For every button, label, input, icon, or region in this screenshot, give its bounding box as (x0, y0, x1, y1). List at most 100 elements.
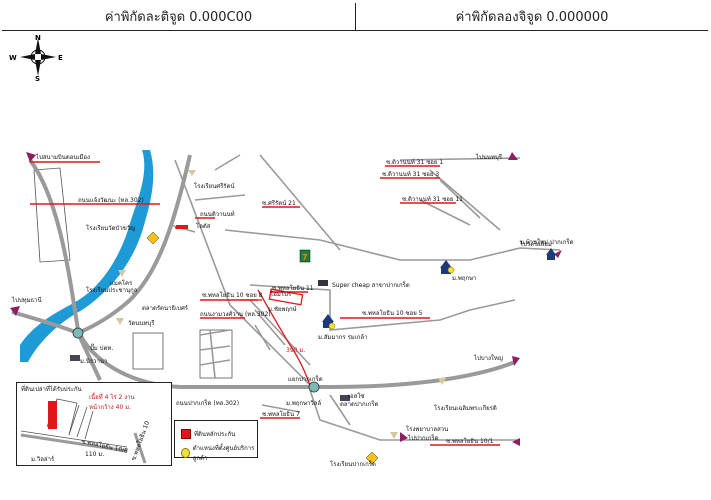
service-center-marker-icon (447, 266, 455, 274)
latitude-cell: ค่าพิกัดละติจูด 0.000C00 (2, 3, 356, 31)
temple-icon (118, 270, 126, 277)
latitude-label: ค่าพิกัดละติจูด 0.000C00 (104, 10, 253, 25)
label-soi-phaholyothin-11: ซ.พหลโยธิน 11 (272, 284, 314, 292)
house-icon (440, 260, 452, 268)
label-to-nonthaburi: ไปนนทบุรี (475, 153, 503, 161)
arrow-icon (554, 250, 562, 258)
legend-yellow-dot-icon (181, 448, 190, 458)
label-to-don-mueang: ไปสนามบินดอนเมือง (35, 153, 90, 161)
road-sign-icon (176, 225, 188, 229)
label-home-pro: โฮมโปร (270, 290, 292, 298)
legend-red-square-icon (181, 429, 191, 439)
legend-row-property: ที่ดินหลักประกัน (181, 429, 235, 439)
temple-icon (438, 378, 446, 385)
property-parcel (48, 401, 57, 429)
inset-road-side: ซ.พหลโยธิน 10 (129, 420, 151, 462)
house-icon (322, 314, 334, 322)
roundabout-icon (308, 381, 320, 393)
label-to-pak-kret: ไปปากเกร็ด (407, 433, 439, 442)
label-big-c: Super cheap สาขาปากเกร็ด (332, 280, 410, 289)
house-icon (547, 255, 555, 260)
inset-width: หน้ากว้าง 40 ม. (89, 404, 131, 411)
label-soi-phaholyothin-10-1: ซ.พหลโยธิน 10/1 (446, 437, 494, 445)
label-rd-tiwanon: ถนนติวานนท์ (200, 210, 235, 218)
land-parcel (132, 332, 164, 370)
legend-red-label: ที่ดินหลักประกัน (194, 431, 236, 438)
label-rd-ngam-wong-wan: ถนนงามวงศ์วาน (ทล.302) (200, 310, 271, 318)
service-center-marker-icon (328, 322, 336, 330)
label-esso: เอสโซ่ (348, 392, 365, 400)
label-school-wat-bot: โรงเรียนวัดบัวขวัญ (86, 224, 135, 232)
label-market-rattana: ตลาดรัตนาธิเบศร์ (142, 304, 189, 312)
label-soi-phaholyothin-7: ซ.พหลโยธิน 7 (262, 410, 300, 418)
inset-area: เนื้อที่ 4 ไร่ 2 งาน (89, 391, 135, 401)
car-icon (70, 355, 80, 361)
convenience-store-icon (299, 249, 311, 263)
label-village-bannai: ม.บ้านใหม่ ปากเกร็ด (520, 237, 574, 246)
label-school-pak-kret: โรงเรียนปากเกร็ด (330, 459, 376, 468)
inset-drawing: ที่ดินเปล่าที่ได้รับประกัน เนื้อที่ 4 ไร… (20, 385, 151, 464)
label-hospital-suan: โรงพยาบาลสวน (406, 425, 448, 433)
arrow-icon (512, 356, 520, 366)
arrow-icon (26, 152, 36, 162)
label-soi-tiwanon-1: ซ.ติวานนท์ 31 ซอย 1 (386, 158, 443, 166)
label-villa-nirvana: ม.นิรวานา (80, 358, 107, 365)
label-school-sri-rat: โรงเรียนศรีรัตน์ (194, 182, 235, 190)
map-labels: ไปสนามบินดอนเมือง ไปนนทบุรี ไปปทุมธานี ไ… (11, 153, 574, 468)
label-soi-tiwanon-11: ซ.ติวานนท์ 31 ซอย 11 (402, 195, 463, 203)
inset-map: ที่ดินเปล่าที่ได้รับประกัน เนื้อที่ 4 ไร… (16, 382, 172, 466)
legend-row-service-center: ตำแหน่งที่ตั้งศูนย์บริการลูกค้า (181, 443, 257, 463)
compass-south: S (35, 75, 40, 82)
temple-icon (116, 318, 124, 325)
car-icon (340, 395, 350, 401)
house-icon (323, 322, 333, 328)
legend-yellow-label: ตำแหน่งที่ตั้งศูนย์บริการลูกค้า (192, 445, 255, 462)
label-wat-phai-lom: ไปวัดไผ่ล้อม (519, 240, 552, 248)
label-rd-pak-kret: ถนนปากเกร็ด (ทล.302) (176, 398, 239, 407)
school-sign-icon (365, 451, 379, 465)
coordinate-header: ค่าพิกัดละติจูด 0.000C00 ค่าพิกัดลองจิจู… (0, 0, 711, 34)
arrow-icon (400, 432, 408, 442)
label-school-chalerm: โรงเรียนเฉลิมพระเกียรติ (434, 404, 497, 412)
label-to-bang-yai: ไปบางใหญ่ (473, 354, 503, 362)
arrow-icon (10, 306, 20, 316)
label-underlines (30, 161, 500, 446)
compass-east: E (58, 54, 63, 62)
house-icon (441, 268, 451, 274)
label-village-phruksa: ม.พฤกษา (452, 275, 476, 282)
label-pak-kret-junction: แยกปากเกร็ด (288, 374, 323, 383)
longitude-label: ค่าพิกัดลองจิจูด 0.000000 (455, 10, 609, 25)
label-market-pak-kret: ตลาดปากเกร็ด (340, 399, 379, 408)
label-village-sammakorn: ม.สัมมากร ร่มเกล้า (318, 334, 367, 341)
inset-village: ม.วิลล่าร์ (31, 455, 55, 463)
inset-length: 110 ม. (85, 451, 104, 458)
label-shop-makro: แมคโคร (110, 279, 133, 287)
compass-north: N (35, 34, 41, 42)
label-soi-tiwanon-3: ซ.ติวานนท์ 31 ซอย 3 (382, 170, 439, 178)
label-soi-phaholyothin-10-5: ซ.พหลโยธิน 10 ซอย 5 (362, 309, 423, 317)
arrow-icon (508, 152, 518, 160)
roundabout-icon (72, 327, 84, 339)
major-roads (11, 154, 516, 389)
arrow-icon (512, 438, 520, 446)
school-sign-icon (146, 231, 160, 245)
land-parcel (199, 329, 233, 379)
label-to-pathum-thani: ไปปทุมธานี (11, 296, 42, 304)
label-village-chaiyapruek: ม.ชัยพฤกษ์ (268, 305, 297, 313)
inset-title: ที่ดินเปล่าที่ได้รับประกัน (21, 385, 82, 393)
svg-text:7: 7 (302, 253, 308, 262)
label-shop-lotus: โลตัส (196, 222, 211, 230)
compass-west: W (9, 54, 17, 62)
river (20, 150, 154, 362)
label-school-prachanukun: โรงเรียนประชานุกูล (86, 286, 138, 294)
compass-rose-icon: N S W E (9, 34, 63, 82)
label-village-pruksa-ville: ม.พฤกษาวิลล์ (286, 399, 321, 407)
label-temple-nonthaburi: วัดนนทบุรี (128, 319, 155, 327)
temple-icon (390, 432, 398, 439)
car-icon (318, 280, 328, 286)
landmark-icons: 7 (70, 170, 556, 465)
label-soi-phaholyothin-10-8: ซ.พหลโยธิน 10 ซอย 8 (202, 291, 263, 299)
map-legend: ที่ดินหลักประกัน ตำแหน่งที่ตั้งศูนย์บริก… (174, 420, 258, 462)
route-to-property (240, 288, 311, 386)
